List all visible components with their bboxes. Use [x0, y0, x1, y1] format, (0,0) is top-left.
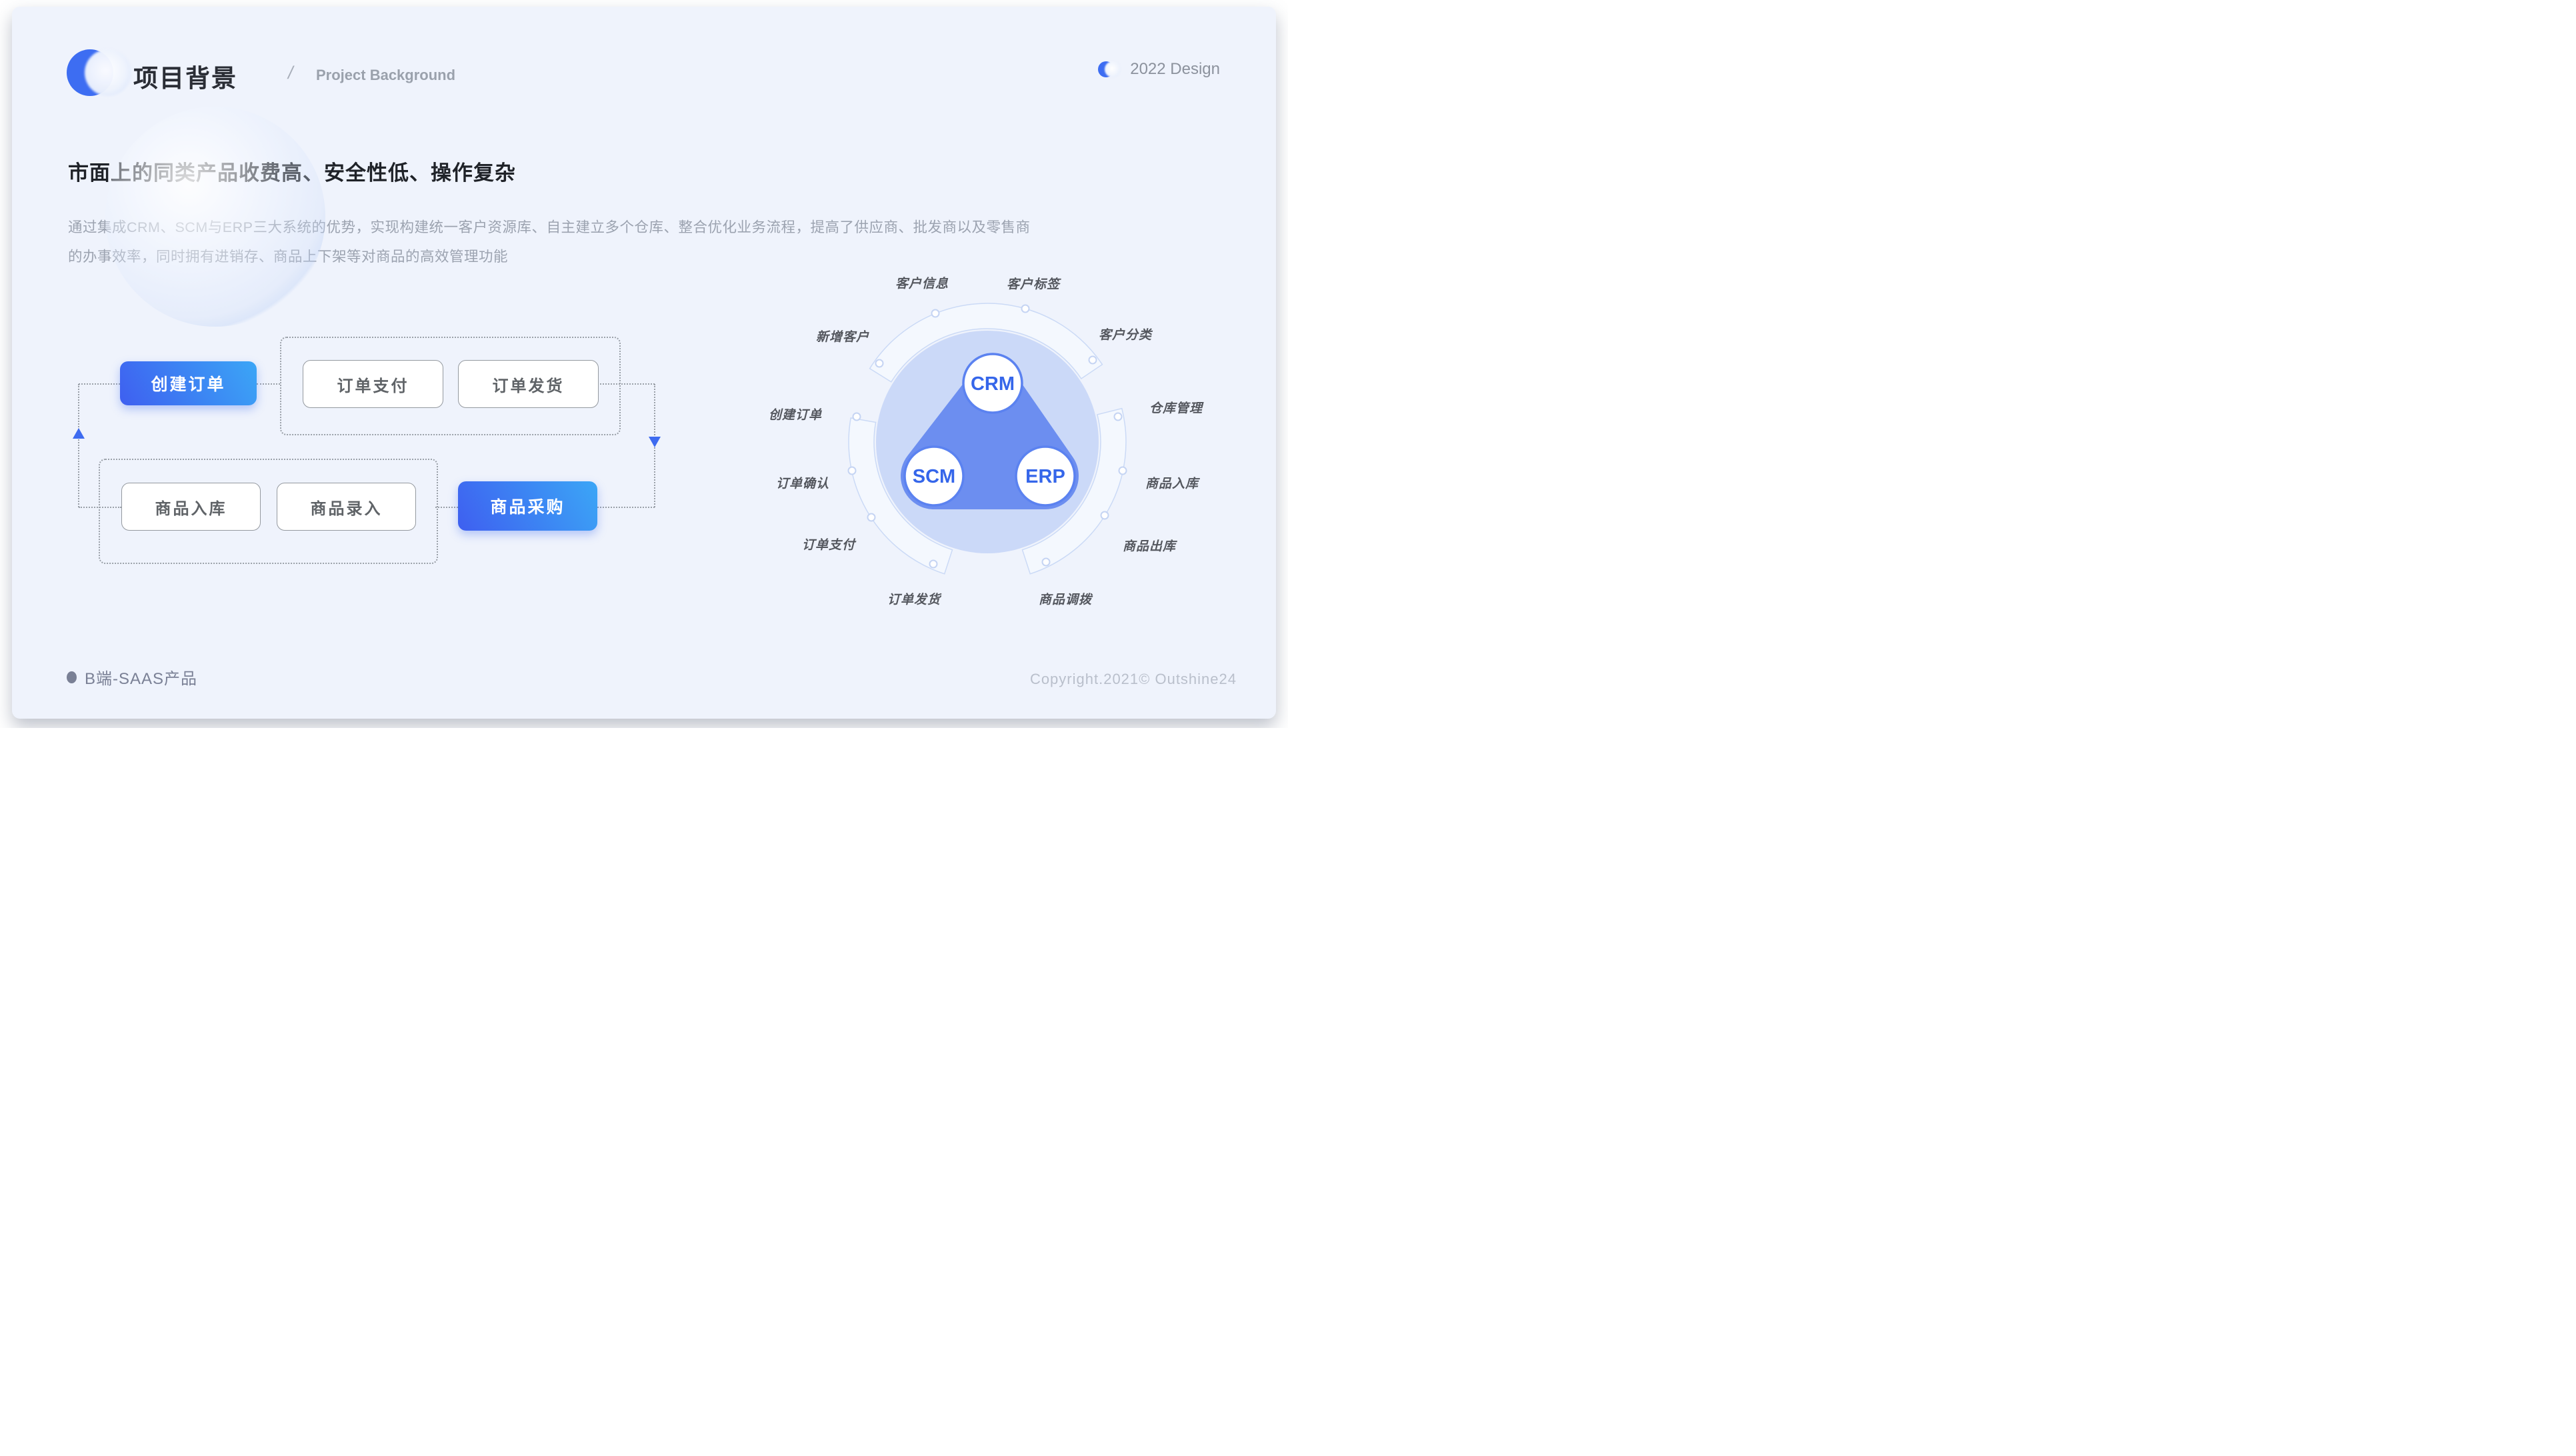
ring-label-warehouse-mgmt: 仓库管理 — [1149, 401, 1203, 416]
flow-box-goods-purchase: 商品采购 — [458, 481, 597, 531]
ring-arc-left — [848, 417, 953, 575]
ring-node — [1021, 304, 1030, 313]
logo-light-circle — [85, 49, 131, 96]
intro-paragraph-line2: 的办事效率，同时拥有进销存、商品上下架等对商品的高效管理功能 — [68, 249, 509, 265]
ring-label-customer-info: 客户信息 — [895, 277, 949, 291]
system-label-scm: SCM — [913, 466, 955, 487]
title-separator: / — [288, 63, 293, 83]
ring-node — [929, 559, 938, 569]
design-badge: 2022 Design — [1098, 60, 1220, 79]
badge-label: 2022 Design — [1130, 60, 1220, 78]
ring-node — [1041, 557, 1051, 567]
flow-box-order-pay: 订单支付 — [303, 360, 443, 408]
page-subtitle: Project Background — [316, 67, 456, 83]
footer-product: B端-SAAS产品 — [67, 665, 197, 689]
flow-connector-left-top — [79, 383, 120, 385]
system-circle-erp — [1015, 445, 1076, 507]
systems-ring-diagram: CRM SCM ERP — [760, 267, 1213, 620]
dashed-group-order — [280, 337, 621, 435]
flow-connector-left-vertical — [78, 384, 79, 507]
badge-moon-icon — [1098, 61, 1121, 77]
systems-ring-svg: CRM SCM ERP — [847, 303, 1127, 575]
arrow-down-icon — [649, 437, 661, 447]
system-circle-scm — [903, 445, 965, 507]
ring-node — [1118, 466, 1127, 475]
ring-label-goods-out: 商品出库 — [1122, 539, 1177, 554]
ring-label-goods-in: 商品入库 — [1145, 477, 1199, 491]
flow-box-order-ship: 订单发货 — [458, 360, 599, 408]
center-blob — [901, 367, 1079, 509]
ring-node — [931, 309, 940, 318]
flow-connector-left-bottom — [79, 507, 121, 508]
ring-label-create-order: 创建订单 — [768, 408, 823, 423]
arrow-up-icon — [73, 428, 85, 439]
badge-light-circle — [1105, 61, 1121, 77]
ring-label-customer-tag: 客户标签 — [1006, 277, 1061, 292]
system-circle-crm — [962, 353, 1023, 414]
ring-node — [867, 513, 876, 522]
system-label-erp: ERP — [1025, 466, 1065, 487]
footer-dot-icon — [67, 671, 77, 683]
intro-heading: 市面上的同类产品收费高、安全性低、操作复杂 — [68, 161, 516, 185]
flow-box-create-order: 创建订单 — [120, 361, 257, 405]
ring-label-order-pay: 订单支付 — [801, 538, 856, 553]
ring-node — [1088, 355, 1097, 365]
flow-connector-right-bottom — [597, 507, 655, 508]
ring-label-customer-category: 客户分类 — [1098, 328, 1153, 343]
ring-node — [847, 466, 857, 475]
flow-connector-entry-to-purchase — [435, 507, 458, 508]
ring-node — [852, 412, 861, 421]
footer-product-label: B端-SAAS产品 — [85, 670, 198, 688]
logo-icon — [67, 49, 133, 96]
flow-box-goods-in: 商品入库 — [121, 483, 261, 531]
ring-label-order-ship: 订单发货 — [887, 593, 941, 607]
intro-paragraph-line1: 通过集成CRM、SCM与ERP三大系统的优势，实现构建统一客户资源库、自主建立多… — [68, 219, 1031, 235]
flow-connector-right-top — [597, 383, 655, 385]
ring-label-new-customer: 新增客户 — [815, 330, 870, 345]
slide-card: 项目背景 / Project Background 2022 Design 市面… — [12, 7, 1276, 719]
dashed-group-goods — [99, 459, 438, 564]
footer-copyright: Copyright.2021© Outshine24 — [1029, 671, 1237, 687]
ring-node — [875, 359, 884, 368]
flow-connector-create-to-group — [257, 383, 280, 385]
ring-node — [1113, 412, 1123, 421]
ring-label-order-confirm: 订单确认 — [775, 477, 830, 491]
page: 项目背景 / Project Background 2022 Design 市面… — [0, 0, 1288, 728]
system-label-crm: CRM — [971, 373, 1015, 395]
ring-label-goods-transfer: 商品调拨 — [1038, 593, 1093, 607]
ring-nodes — [847, 304, 1127, 569]
flow-box-goods-entry: 商品录入 — [277, 483, 416, 531]
page-title: 项目背景 — [133, 65, 237, 92]
ring-node — [1100, 511, 1109, 520]
